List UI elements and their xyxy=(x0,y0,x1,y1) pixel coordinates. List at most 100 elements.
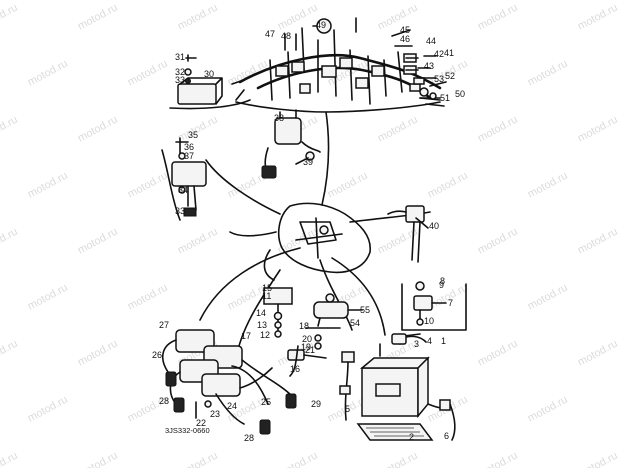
callout-23: 23 xyxy=(210,409,220,419)
watermark-text: motod.ru xyxy=(476,226,520,257)
watermark-text: motod.ru xyxy=(576,226,620,257)
callout-38: 38 xyxy=(274,113,284,123)
callout-49: 49 xyxy=(316,20,326,30)
callout-6: 6 xyxy=(444,431,449,441)
callout-51: 51 xyxy=(440,93,450,103)
part-55-56-sensor xyxy=(313,293,363,327)
callout-40: 40 xyxy=(429,221,439,231)
fasteners-31-32-33 xyxy=(184,54,197,84)
part-5-lead xyxy=(339,351,355,421)
part-17-ignition-coils xyxy=(161,329,293,425)
watermark-text: motod.ru xyxy=(276,2,320,33)
part-7-10-bracket xyxy=(401,281,467,331)
callout-53: 53 xyxy=(434,74,444,84)
callout-33: 33 xyxy=(175,206,185,216)
watermark-text: motod.ru xyxy=(176,2,220,33)
callout-16: 16 xyxy=(290,364,300,374)
watermark-text: motod.ru xyxy=(76,226,120,257)
callout-52: 52 xyxy=(445,71,455,81)
callout-8: 8 xyxy=(440,276,445,286)
watermark-text: motod.ru xyxy=(176,226,220,257)
callout-48: 48 xyxy=(281,31,291,41)
part-34-38-bracket xyxy=(161,137,281,221)
figure-code: 3JS332-0660 xyxy=(165,426,210,435)
watermark-text: motod.ru xyxy=(376,450,420,468)
callout-55: 55 xyxy=(360,305,370,315)
watermark-text: motod.ru xyxy=(126,58,170,89)
watermark-text: motod.ru xyxy=(476,114,520,145)
part-39-switch xyxy=(261,109,321,179)
callout-44: 44 xyxy=(426,36,436,46)
callout-34: 34 xyxy=(178,185,188,195)
callout-45: 45 xyxy=(400,25,410,35)
callout-25: 25 xyxy=(261,397,271,407)
callout-30: 30 xyxy=(204,69,214,79)
watermark-text: motod.ru xyxy=(76,450,120,468)
watermark-text: motod.ru xyxy=(176,450,220,468)
callout-36: 36 xyxy=(184,142,194,152)
watermark-text: motod.ru xyxy=(76,338,120,369)
part-2-battery-tray xyxy=(356,423,434,441)
callout-35: 35 xyxy=(188,130,198,140)
part-3-4-cables xyxy=(391,333,427,345)
watermark-text: motod.ru xyxy=(26,282,70,313)
callout-32: 32 xyxy=(175,67,185,77)
watermark-text: motod.ru xyxy=(476,450,520,468)
callout-42: 42 xyxy=(434,49,444,59)
watermark-text: motod.ru xyxy=(526,170,570,201)
callout-29: 29 xyxy=(311,399,321,409)
callout-41: 41 xyxy=(444,48,454,58)
watermark-text: motod.ru xyxy=(576,114,620,145)
watermark-text: motod.ru xyxy=(26,58,70,89)
watermark-text: motod.ru xyxy=(276,226,320,257)
watermark-text: motod.ru xyxy=(526,282,570,313)
watermark-text: motod.ru xyxy=(576,450,620,468)
watermark-text: motod.ru xyxy=(126,282,170,313)
callout-31: 31 xyxy=(175,52,185,62)
callout-26: 26 xyxy=(152,350,162,360)
part-42-54-terminals xyxy=(405,57,445,107)
harness-routing-lines xyxy=(169,99,441,206)
callout-4: 4 xyxy=(427,336,432,346)
callout-37: 37 xyxy=(184,151,194,161)
callout-13: 13 xyxy=(257,320,267,330)
part-41-switch xyxy=(387,205,425,263)
callout-39: 39 xyxy=(303,157,313,167)
watermark-text: motod.ru xyxy=(76,114,120,145)
watermark-text: motod.ru xyxy=(576,338,620,369)
callout-21: 21 xyxy=(305,345,315,355)
frame-center-cluster xyxy=(263,202,371,281)
callout-24: 24 xyxy=(227,401,237,411)
callout-2: 2 xyxy=(409,432,414,442)
callout-1: 1 xyxy=(441,336,446,346)
watermark-text: motod.ru xyxy=(26,170,70,201)
callout-19: 19 xyxy=(301,342,311,352)
watermark-text: motod.ru xyxy=(0,2,20,33)
callout-20: 20 xyxy=(302,334,312,344)
watermark-text: motod.ru xyxy=(376,2,420,33)
callout-28: 28 xyxy=(159,396,169,406)
watermark-text: motod.ru xyxy=(326,170,370,201)
part-16-lead xyxy=(289,345,299,377)
watermark-text: motod.ru xyxy=(576,2,620,33)
callout-50: 50 xyxy=(455,89,465,99)
callout-46: 46 xyxy=(400,34,410,44)
watermark-text: motod.ru xyxy=(476,2,520,33)
callout-43: 43 xyxy=(424,61,434,71)
watermark-text: motod.ru xyxy=(426,170,470,201)
watermark-text: motod.ru xyxy=(0,338,20,369)
callout-33: 33 xyxy=(175,75,185,85)
part-30-relay xyxy=(177,77,223,105)
callout-12: 12 xyxy=(260,330,270,340)
watermark-text: motod.ru xyxy=(0,226,20,257)
callout-18: 18 xyxy=(299,321,309,331)
watermark-text: motod.ru xyxy=(0,450,20,468)
watermark-text: motod.ru xyxy=(526,58,570,89)
watermark-text: motod.ru xyxy=(126,170,170,201)
watermark-text: motod.ru xyxy=(26,394,70,425)
callout-9: 9 xyxy=(439,280,444,290)
callout-5: 5 xyxy=(345,404,350,414)
watermark-text: motod.ru xyxy=(76,2,120,33)
main-wire-harness xyxy=(231,17,447,105)
